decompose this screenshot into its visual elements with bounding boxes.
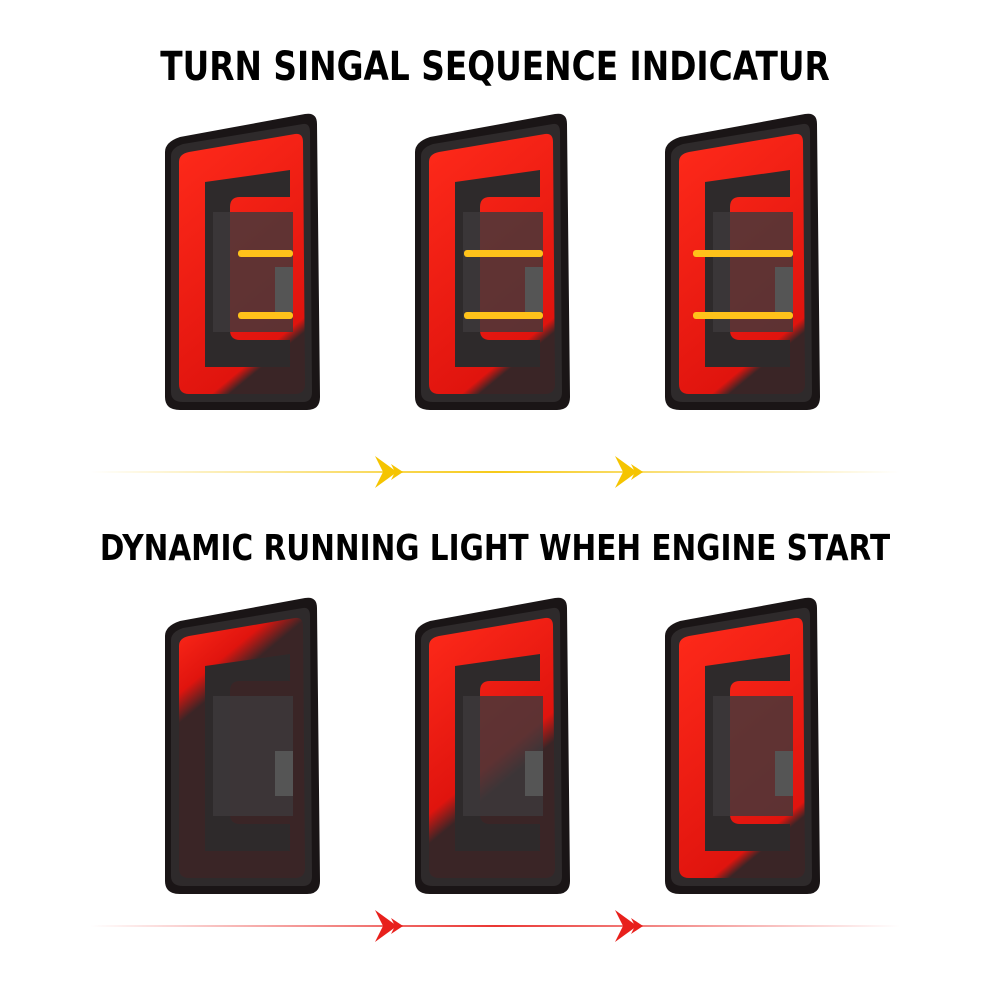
amber-bar-upper — [238, 250, 293, 257]
amber-bar-upper — [693, 250, 793, 257]
tail-light-running-light-step-2 — [405, 596, 575, 905]
amber-bar-lower — [238, 312, 293, 319]
tail-light-turn-signal-step-3 — [655, 112, 825, 421]
tail-light-turn-signal-step-1 — [155, 112, 325, 421]
sequence-arrow-red — [90, 906, 900, 946]
amber-bar-lower — [693, 312, 793, 319]
amber-bar-lower — [464, 312, 543, 319]
section-title-running-light: DYNAMIC RUNNING LIGHT WHEH ENGINE START — [99, 528, 891, 569]
amber-bar-upper — [464, 250, 543, 257]
tail-light-running-light-step-3 — [655, 596, 825, 905]
sequence-arrow-amber — [90, 452, 900, 492]
tail-light-running-light-step-1 — [155, 596, 325, 905]
tail-light-turn-signal-step-2 — [405, 112, 575, 421]
section-title-turn-signal: TURN SINGAL SEQUENCE INDICATUR — [160, 44, 830, 90]
